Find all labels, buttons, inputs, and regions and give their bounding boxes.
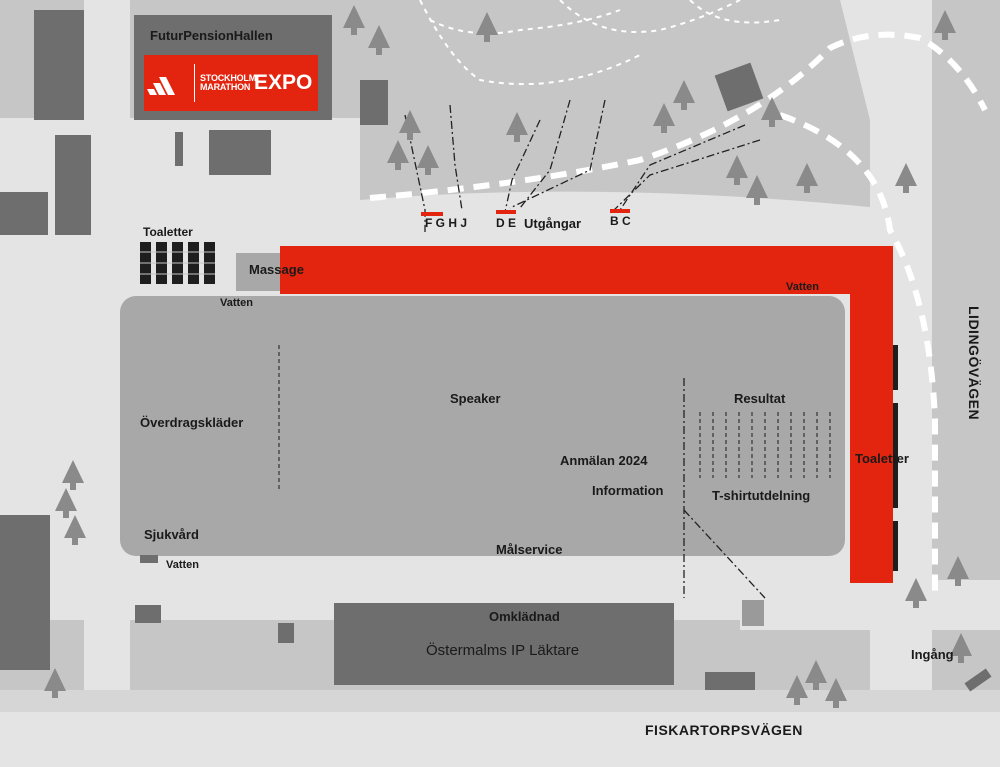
arena-area <box>120 296 845 556</box>
runner-route <box>280 246 893 583</box>
exit-routes <box>404 99 766 599</box>
speaker-label: Speaker <box>450 391 501 406</box>
hall-name: FuturPensionHallen <box>150 28 273 43</box>
information-label: Information <box>592 483 664 498</box>
trees <box>44 5 972 708</box>
dashed-path-east <box>779 112 939 600</box>
road-lidingovagen: LIDINGÖVÄGEN <box>966 306 982 421</box>
water-label-left: Vatten <box>220 297 254 309</box>
exit-de: D E <box>496 216 517 230</box>
sjukvard-label: Sjukvård <box>144 527 199 542</box>
exit-markers <box>421 209 630 216</box>
overdragsklader-label: Överdragskläder <box>140 415 244 430</box>
water-label-right: Vatten <box>786 281 820 293</box>
exit-fghj: F G H J <box>425 216 468 230</box>
road-fiskartorpsvagen: FISKARTORPSVÄGEN <box>645 722 803 738</box>
massage-label: Massage <box>249 262 304 277</box>
resultat-label: Resultat <box>734 391 786 406</box>
stand-name-label: Östermalms IP Läktare <box>426 642 580 659</box>
malservice-label: Målservice <box>496 542 563 557</box>
omkladnad-label: Omklädnad <box>489 609 560 624</box>
toilets-label-right: Toaletter <box>855 451 909 466</box>
buildings <box>0 10 992 692</box>
logo-word: EXPO <box>254 71 313 94</box>
three-stripes-logo-icon <box>147 77 175 95</box>
anmalan-label: Anmälan 2024 <box>560 453 648 468</box>
fences <box>278 345 831 490</box>
logo-line1: STOCKHOLM <box>200 73 257 83</box>
tshirt-label: T-shirtutdelning <box>712 488 811 503</box>
stand-building <box>334 603 674 685</box>
entrance-label: Ingång <box>911 647 954 662</box>
dashed-path <box>369 31 988 201</box>
exit-bc: B C <box>610 214 631 228</box>
toilets-label-top: Toaletter <box>143 225 193 239</box>
logo-line2: MARATHON <box>200 82 251 92</box>
toilet-block-lines <box>140 251 215 275</box>
toilet-blocks-right <box>893 345 898 571</box>
exits-label: Utgångar <box>524 216 582 231</box>
stockholm-marathon-expo-logo: STOCKHOLM MARATHON EXPO <box>144 55 318 111</box>
water-label-bottom: Vatten <box>166 559 200 571</box>
